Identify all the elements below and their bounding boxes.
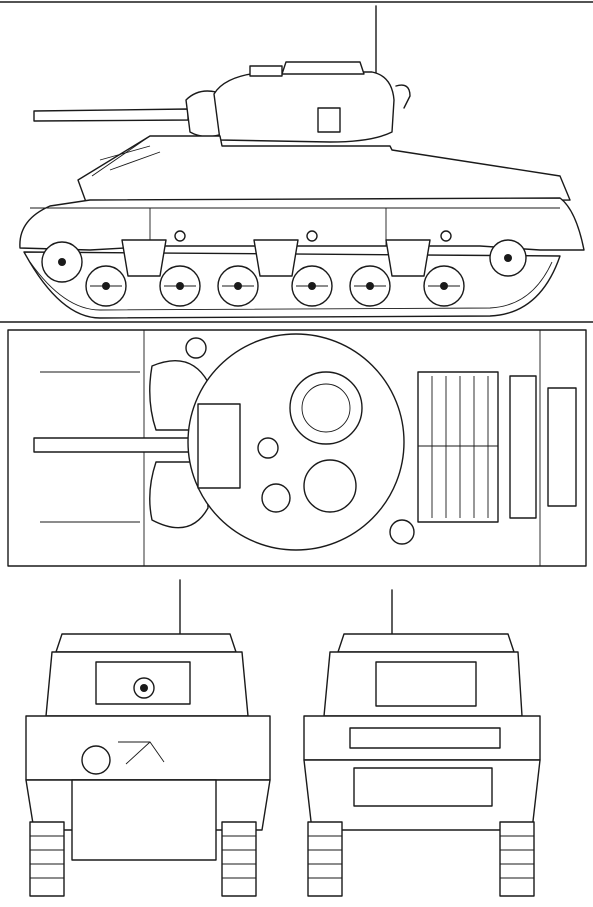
front-gun-bore <box>140 684 148 692</box>
ventilator-top <box>185 337 207 359</box>
top-view <box>7 329 587 567</box>
rear-track-links <box>308 835 534 879</box>
grille-slats <box>418 376 498 518</box>
turret-pistol-port <box>317 107 341 133</box>
fuel-cap-top <box>389 519 415 545</box>
front-track-links <box>30 835 256 879</box>
upper-hull-edges <box>91 135 390 177</box>
mantlet-top <box>197 403 241 489</box>
track-inner-line <box>29 261 553 311</box>
cupola-ring <box>289 371 363 445</box>
return-roller-1 <box>174 230 186 242</box>
loader-hatch <box>303 459 357 513</box>
rear-grille <box>349 727 501 749</box>
bogie-front <box>85 239 201 307</box>
transmission-cover <box>71 779 217 861</box>
rear-view <box>303 589 541 897</box>
return-roller-2 <box>306 230 318 242</box>
idler-hub <box>504 254 512 262</box>
rear-track-right <box>499 821 535 897</box>
front-plate-lines <box>40 371 140 523</box>
turret-hatch-side <box>249 65 283 77</box>
rear-engine-hatch <box>509 375 537 519</box>
front-turret-roof <box>55 633 237 653</box>
return-roller-3 <box>440 230 452 242</box>
rear-turret-roof <box>337 633 515 653</box>
front-tow-hooks <box>118 741 165 765</box>
bogie-rear <box>349 239 465 307</box>
glacis-details <box>99 145 161 171</box>
front-view <box>25 579 271 897</box>
front-track-right <box>221 821 257 897</box>
front-track-left <box>29 821 65 897</box>
drive-sprocket-hub <box>58 258 66 266</box>
front-upper-hull <box>25 715 271 781</box>
front-headlight <box>81 745 111 775</box>
side-view <box>19 5 585 319</box>
engine-deck-grille <box>417 371 499 523</box>
rear-exhaust-deflector <box>353 767 493 807</box>
gun-barrel <box>33 108 189 122</box>
commander-cupola <box>281 61 365 75</box>
bogie-middle <box>217 239 333 307</box>
cupola-inner <box>301 383 351 433</box>
turret <box>213 71 395 143</box>
turret-lift-ring <box>395 84 411 109</box>
vent-top <box>261 483 291 513</box>
periscope-top <box>257 437 279 459</box>
rear-plate-top <box>547 387 577 507</box>
turret-bustle <box>375 661 477 707</box>
rear-track-left <box>307 821 343 897</box>
